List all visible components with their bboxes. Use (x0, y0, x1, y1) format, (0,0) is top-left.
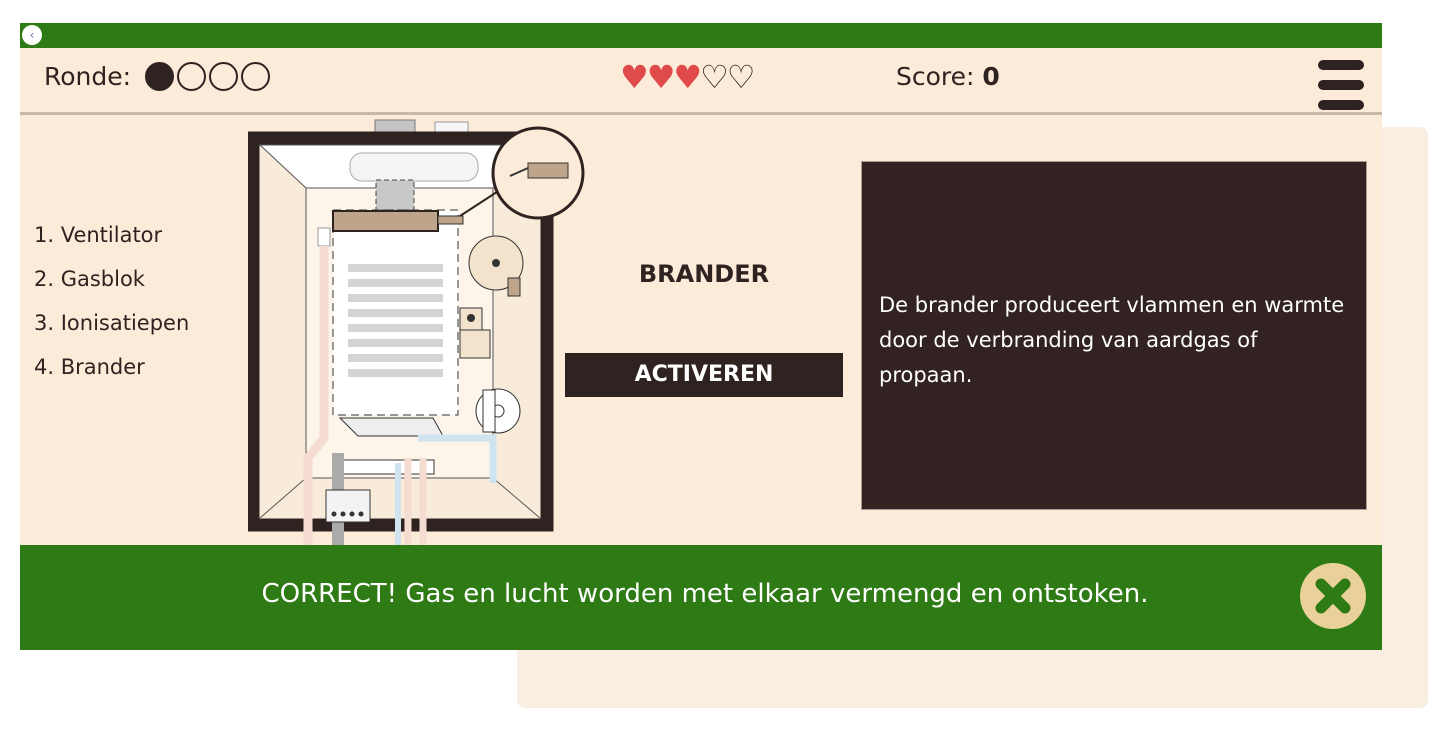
heart-empty-icon: ♡ (726, 58, 756, 96)
close-icon (1315, 578, 1351, 614)
selected-part-title: BRANDER (638, 260, 770, 288)
burner-part[interactable] (332, 210, 439, 232)
feedback-text: CORRECT! Gas en lucht worden met elkaar … (261, 579, 1149, 609)
round-dot (241, 62, 271, 91)
description-text: De brander produceert vlammen en warmte … (879, 293, 1345, 387)
description-panel: De brander produceert vlammen en warmte … (861, 161, 1367, 510)
header: Ronde: ♥♥♥♡♡ Score: 0 (20, 48, 1382, 115)
activate-button[interactable]: ACTIVEREN (565, 353, 843, 397)
lives: ♥♥♥♡♡ (620, 58, 756, 96)
part-item: 2. Gasblok (34, 267, 145, 291)
score: Score: 0 (896, 62, 1000, 91)
top-bar: ‹ (20, 23, 1382, 48)
round-dot (209, 62, 239, 91)
round-dot (145, 62, 175, 91)
game-window: ‹ Ronde: ♥♥♥♡♡ Score: 0 1. Ventilator 2.… (20, 23, 1382, 650)
score-label: Score: (896, 62, 975, 91)
boiler-illustration (248, 119, 585, 548)
round-indicator: Ronde: (44, 62, 271, 91)
heart-full-icon: ♥ (620, 58, 649, 96)
score-value: 0 (982, 62, 1000, 91)
part-item: 4. Brander (34, 355, 145, 379)
heart-full-icon: ♥ (673, 58, 702, 96)
round-dot (177, 62, 207, 91)
back-button[interactable]: ‹ (22, 25, 42, 45)
heart-empty-icon: ♡ (700, 58, 729, 96)
round-dots (145, 62, 271, 91)
close-button[interactable] (1300, 563, 1366, 629)
part-item: 3. Ionisatiepen (34, 311, 190, 335)
round-label: Ronde: (44, 62, 132, 91)
heart-full-icon: ♥ (646, 58, 676, 96)
parts-list: 1. Ventilator 2. Gasblok 3. Ionisatiepen… (34, 213, 189, 389)
menu-button[interactable] (1318, 60, 1364, 110)
feedback-banner: CORRECT! Gas en lucht worden met elkaar … (20, 545, 1382, 650)
part-item: 1. Ventilator (34, 223, 163, 247)
